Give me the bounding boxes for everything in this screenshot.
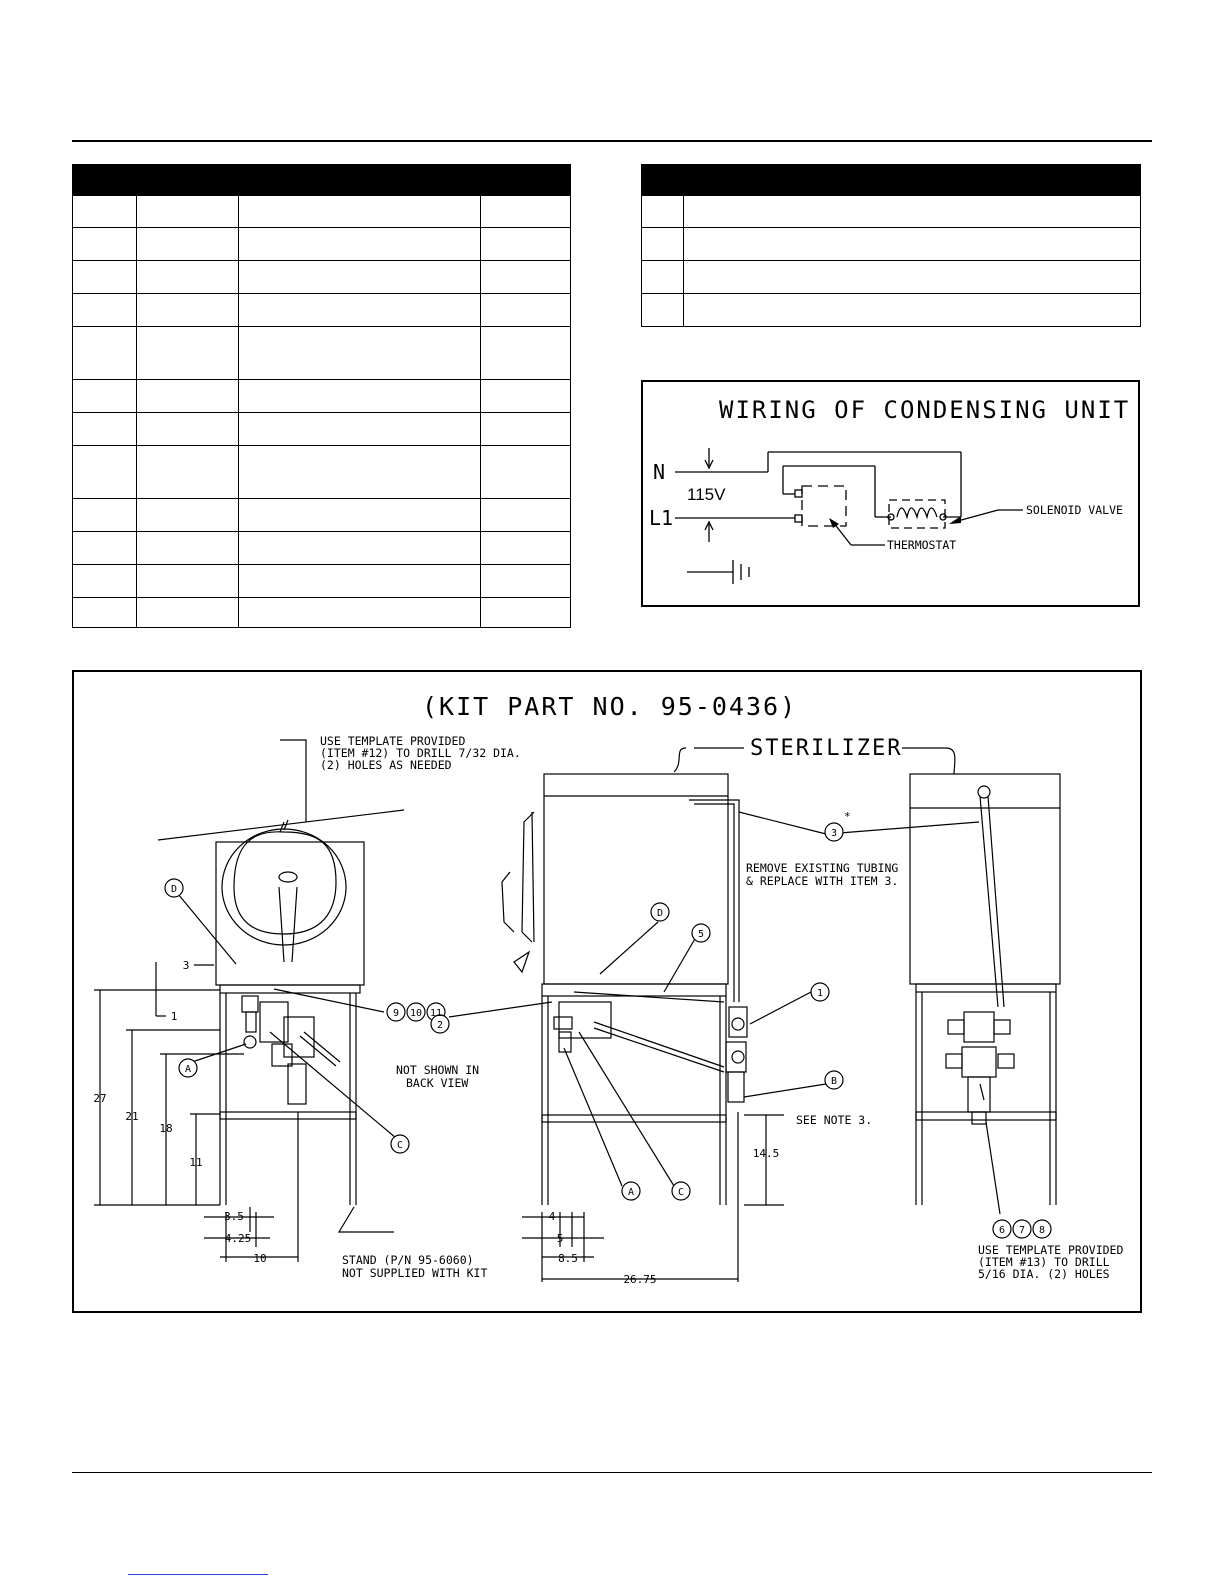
callout-d-center: D: [657, 908, 663, 919]
callout-5: 5: [698, 929, 704, 940]
template2-note-line3: 5/16 DIA. (2) HOLES: [978, 1267, 1110, 1281]
wiring-title: WIRING OF CONDENSING UNIT: [719, 396, 1130, 424]
asterisk-mark: *: [844, 810, 851, 823]
callout-7: 7: [1019, 1225, 1025, 1236]
header-rule: [72, 140, 1152, 142]
voltage-label: 115V: [687, 485, 726, 504]
table-row: [72, 564, 571, 598]
installation-drawing: (KIT PART NO. 95-0436) STERILIZER: [93, 692, 1123, 1286]
sterilizer-label: STERILIZER: [750, 736, 902, 761]
callout-c-left: C: [397, 1140, 403, 1151]
table-row: [641, 293, 1141, 327]
table-row: [72, 445, 571, 499]
thermostat-label: THERMOSTAT: [887, 538, 956, 552]
drawing-linework: [94, 739, 1061, 1282]
table-row: [72, 293, 571, 327]
callout-labels: D 9 10 11 A C 2 D 5 1 3 B A C 6 7 8: [171, 828, 1045, 1236]
stand-note-line2: NOT SUPPLIED WITH KIT: [342, 1266, 487, 1280]
callout-2: 2: [437, 1020, 443, 1031]
template-note-line2: (ITEM #12) TO DRILL 7/32 DIA.: [320, 746, 521, 760]
dim-10: 10: [253, 1252, 266, 1265]
parts-table-header: [72, 164, 571, 196]
dim-21: 21: [125, 1110, 138, 1123]
callout-3: 3: [831, 828, 837, 839]
callout-11: 11: [430, 1008, 442, 1019]
notes-table-header: [641, 164, 1141, 196]
template2-note-line2: (ITEM #13) TO DRILL: [978, 1255, 1110, 1269]
dim-3-5: 3.5: [224, 1210, 244, 1223]
stand-note-line1: STAND (P/N 95-6060): [342, 1253, 474, 1267]
dim-4-25: 4.25: [225, 1232, 252, 1245]
dim-18: 18: [159, 1122, 172, 1135]
table-row: [72, 260, 571, 294]
table-row: [72, 498, 571, 532]
dimension-labels: 27 21 18 11 3 1 3.5 4.25 10 4 5 8.5 26.7…: [93, 959, 779, 1286]
template-note-line3: (2) HOLES AS NEEDED: [320, 758, 452, 772]
callout-a-center: A: [628, 1187, 634, 1198]
callout-c-center: C: [678, 1187, 684, 1198]
wiring-diagram-frame: WIRING OF CONDENSING UNIT N 115V L1: [641, 380, 1140, 607]
table-row: [72, 227, 571, 261]
callout-6: 6: [999, 1225, 1005, 1236]
template-note-line1: USE TEMPLATE PROVIDED: [320, 734, 465, 748]
remove-note-line2: & REPLACE WITH ITEM 3.: [746, 874, 898, 888]
solenoid-label: SOLENOID VALVE: [1026, 503, 1123, 517]
table-row: [72, 195, 571, 228]
dim-5: 5: [557, 1232, 564, 1245]
table-row: [72, 597, 571, 628]
table-row: [72, 412, 571, 446]
footer-link-underline[interactable]: [128, 1574, 268, 1575]
table-row: [641, 227, 1141, 261]
dim-1: 1: [171, 1010, 178, 1023]
not-shown-line2: BACK VIEW: [406, 1076, 468, 1090]
dim-11: 11: [189, 1156, 202, 1169]
footer-rule: [72, 1472, 1152, 1473]
table-row: [72, 531, 571, 565]
table-row: [72, 326, 571, 380]
table-row: [641, 260, 1141, 294]
dim-4: 4: [549, 1210, 556, 1223]
not-shown-line1: NOT SHOWN IN: [396, 1063, 479, 1077]
table-row: [72, 379, 571, 413]
wiring-lines: [675, 448, 1023, 584]
callout-8: 8: [1039, 1225, 1045, 1236]
callout-a-left: A: [185, 1064, 191, 1075]
parts-table: [72, 164, 571, 628]
see-note-label: SEE NOTE 3.: [796, 1113, 872, 1127]
callout-1: 1: [817, 988, 823, 999]
table-row: [641, 195, 1141, 228]
wiring-diagram: WIRING OF CONDENSING UNIT N 115V L1: [649, 396, 1130, 584]
callout-10: 10: [410, 1008, 422, 1019]
installation-drawing-frame: (KIT PART NO. 95-0436) STERILIZER: [72, 670, 1142, 1313]
dim-3: 3: [183, 959, 190, 972]
drawing-notes: USE TEMPLATE PROVIDED (ITEM #12) TO DRIL…: [320, 734, 1123, 1281]
dim-26-75: 26.75: [623, 1273, 656, 1286]
template2-note-line1: USE TEMPLATE PROVIDED: [978, 1243, 1123, 1257]
dim-14-5: 14.5: [753, 1147, 780, 1160]
callout-d-left: D: [171, 884, 177, 895]
neutral-label: N: [653, 460, 665, 484]
remove-note-line1: REMOVE EXISTING TUBING: [746, 861, 898, 875]
callout-9: 9: [393, 1008, 399, 1019]
callout-circles: [164, 822, 1052, 1239]
notes-table: [641, 164, 1141, 327]
dim-8-5: 8.5: [558, 1252, 578, 1265]
kit-title: (KIT PART NO. 95-0436): [422, 692, 797, 721]
callout-b: B: [831, 1076, 837, 1087]
dim-27: 27: [93, 1092, 106, 1105]
l1-label: L1: [649, 506, 673, 530]
